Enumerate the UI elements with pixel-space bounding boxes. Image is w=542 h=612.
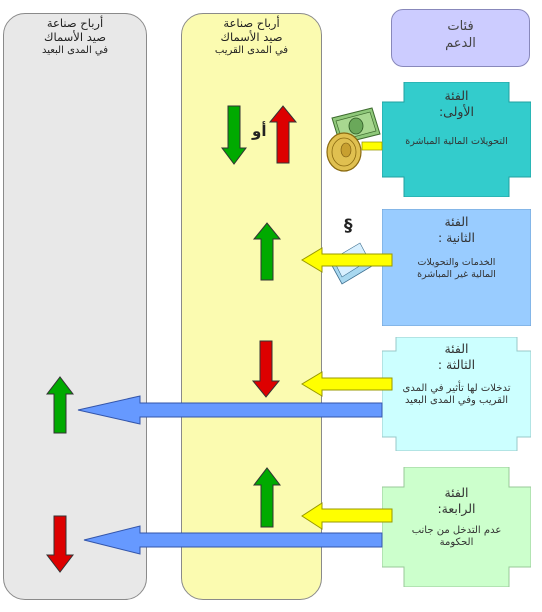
category-4-title-line1: الفئة <box>444 485 469 500</box>
up-green-arrow-cat4 <box>252 467 282 528</box>
category-4-title-line2: الرابعة: <box>437 501 476 516</box>
short-term-title-line1: أرباح صناعة <box>223 16 280 30</box>
category-4-title: الفئة الرابعة: <box>382 485 531 517</box>
category-1-box: الفئة الأولى: التحويلات المالية المباشرة <box>382 82 531 197</box>
short-term-title-line2: صيد الأسماك <box>220 30 283 44</box>
category-3-box: الفئة الثالثة : تدخلات لها تأثير في المد… <box>382 337 531 451</box>
category-3-title-line1: الفئة <box>444 341 469 356</box>
blue-long-arrow-cat4 <box>83 525 383 555</box>
down-red-arrow-cat3 <box>251 340 281 398</box>
yellow-arrow-cat4 <box>301 502 393 530</box>
short-term-column-title: أرباح صناعة صيد الأسماك في المدى القريب <box>182 16 321 57</box>
category-2-title-line1: الفئة <box>444 214 469 229</box>
long-term-title-line1: أرباح صناعة <box>46 16 104 30</box>
yellow-arrow-cat3 <box>301 371 393 397</box>
category-2-cross-shape <box>382 209 531 326</box>
long-term-profit-column: أرباح صناعة صيد الأسماك في المدى البعيد <box>3 13 147 600</box>
category-2-title: الفئة الثانية : <box>382 214 531 246</box>
category-1-desc: التحويلات المالية المباشرة <box>405 136 508 147</box>
category-2-box: الفئة الثانية : الخدمات والتحويلات المال… <box>382 209 531 326</box>
category-3-cross-shape <box>382 337 531 451</box>
category-2-desc: الخدمات والتحويلات المالية غير المباشرة <box>417 257 496 280</box>
category-1-cross-shape <box>382 82 531 197</box>
blue-long-arrow-cat3 <box>77 395 383 425</box>
category-2-title-line2: الثانية : <box>438 230 475 245</box>
or-label: أو <box>252 122 267 140</box>
yellow-arrow-cat1 <box>361 141 383 151</box>
down-green-arrow-cat1 <box>221 105 247 165</box>
category-4-desc: عدم التدخل من جانب الحكومة <box>411 525 502 548</box>
short-term-profit-column: أرباح صناعة صيد الأسماك في المدى القريب <box>181 13 322 600</box>
support-header-line1: فئات <box>447 19 474 34</box>
long-term-title-line3: في المدى البعيد <box>41 45 109 56</box>
coin-icon <box>326 132 362 172</box>
support-header-line2: الدعم <box>445 36 476 51</box>
up-red-arrow-cat1 <box>268 105 298 164</box>
yellow-arrow-cat2 <box>301 247 393 273</box>
category-1-title-line2: الأولى: <box>438 104 475 119</box>
category-3-title-line2: الثالثة : <box>437 357 476 372</box>
category-4-box: الفئة الرابعة: عدم التدخل من جانب الحكوم… <box>382 467 531 587</box>
long-term-column-title: أرباح صناعة صيد الأسماك في المدى البعيد <box>4 16 146 57</box>
category-1-title: الفئة الأولى: <box>382 88 531 120</box>
category-3-desc: تدخلات لها تأثير في المدى القريب وفي الم… <box>402 383 511 406</box>
category-4-cross-shape <box>382 467 531 587</box>
up-green-arrow-long-term <box>45 376 75 434</box>
category-1-title-line1: الفئة <box>444 88 469 103</box>
category-3-title: الفئة الثالثة : <box>382 341 531 373</box>
short-term-title-line3: في المدى القريب <box>214 45 289 56</box>
up-green-arrow-cat2 <box>252 222 282 281</box>
section-symbol: § <box>344 216 353 236</box>
support-categories-header: فئات الدعم <box>391 9 530 67</box>
down-red-arrow-long-term <box>45 515 75 573</box>
long-term-title-line2: صيد الأسماك <box>44 30 106 44</box>
